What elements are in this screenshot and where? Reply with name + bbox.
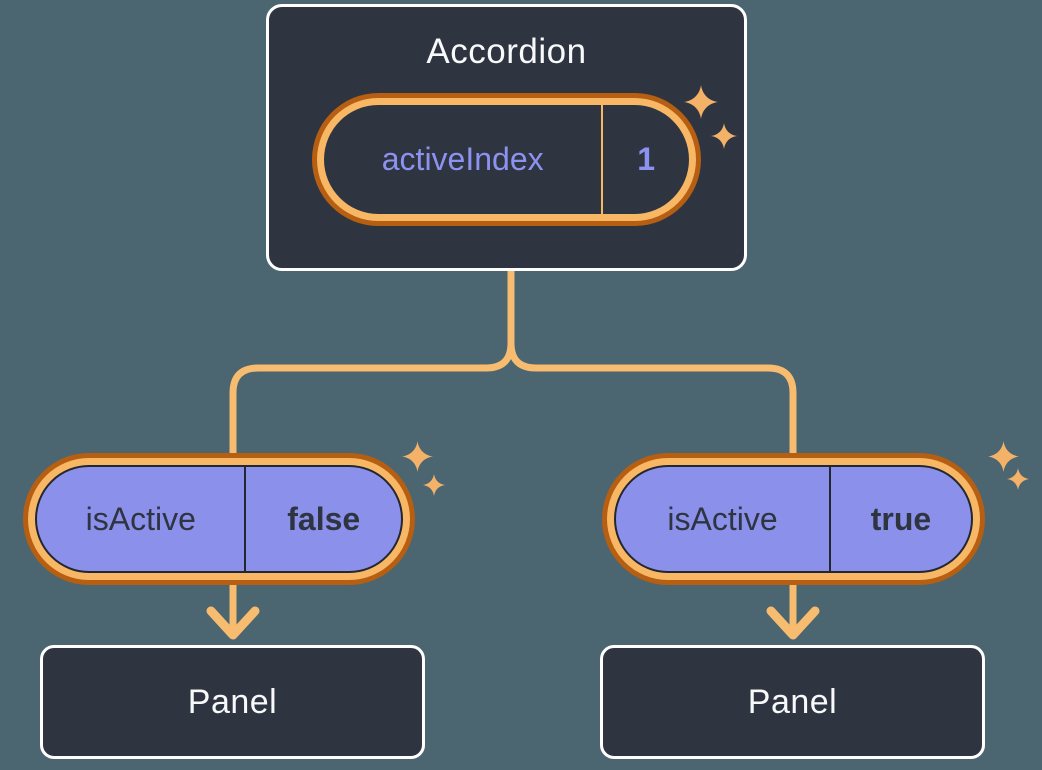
branch-left [229, 270, 515, 456]
right-prop-label: isActive [667, 500, 778, 537]
sparkle-icon [988, 441, 1019, 472]
right-panel-node: Panel [600, 645, 985, 759]
sparkle-icon [423, 474, 445, 496]
left-panel-label: Panel [187, 682, 278, 721]
right-prop-highlight-ring: isActive true [602, 453, 985, 585]
accordion-node: Accordion activeIndex 1 [266, 4, 747, 271]
left-prop-value: false [244, 467, 401, 571]
right-prop-value: true [829, 467, 971, 571]
left-prop-pill: isActive false [35, 465, 403, 573]
arrow-left-head-icon [206, 606, 260, 640]
left-prop-label: isActive [85, 500, 196, 537]
sparkle-icon [684, 85, 718, 119]
right-panel-label: Panel [747, 682, 838, 721]
state-label: activeIndex [381, 141, 544, 177]
arrow-right-head-icon [766, 606, 820, 640]
branch-right [507, 270, 797, 456]
right-prop-pill: isActive true [614, 465, 973, 573]
sparkle-icon [1007, 468, 1029, 490]
accordion-title: Accordion [426, 32, 587, 71]
state-value: 1 [601, 105, 689, 214]
left-panel-node: Panel [40, 645, 425, 759]
left-prop-highlight-ring: isActive false [23, 453, 415, 585]
state-pill: activeIndex 1 [324, 105, 689, 214]
sparkle-icon [711, 123, 737, 149]
state-pill-highlight-ring: activeIndex 1 [312, 93, 701, 226]
sparkle-icon [402, 441, 433, 472]
